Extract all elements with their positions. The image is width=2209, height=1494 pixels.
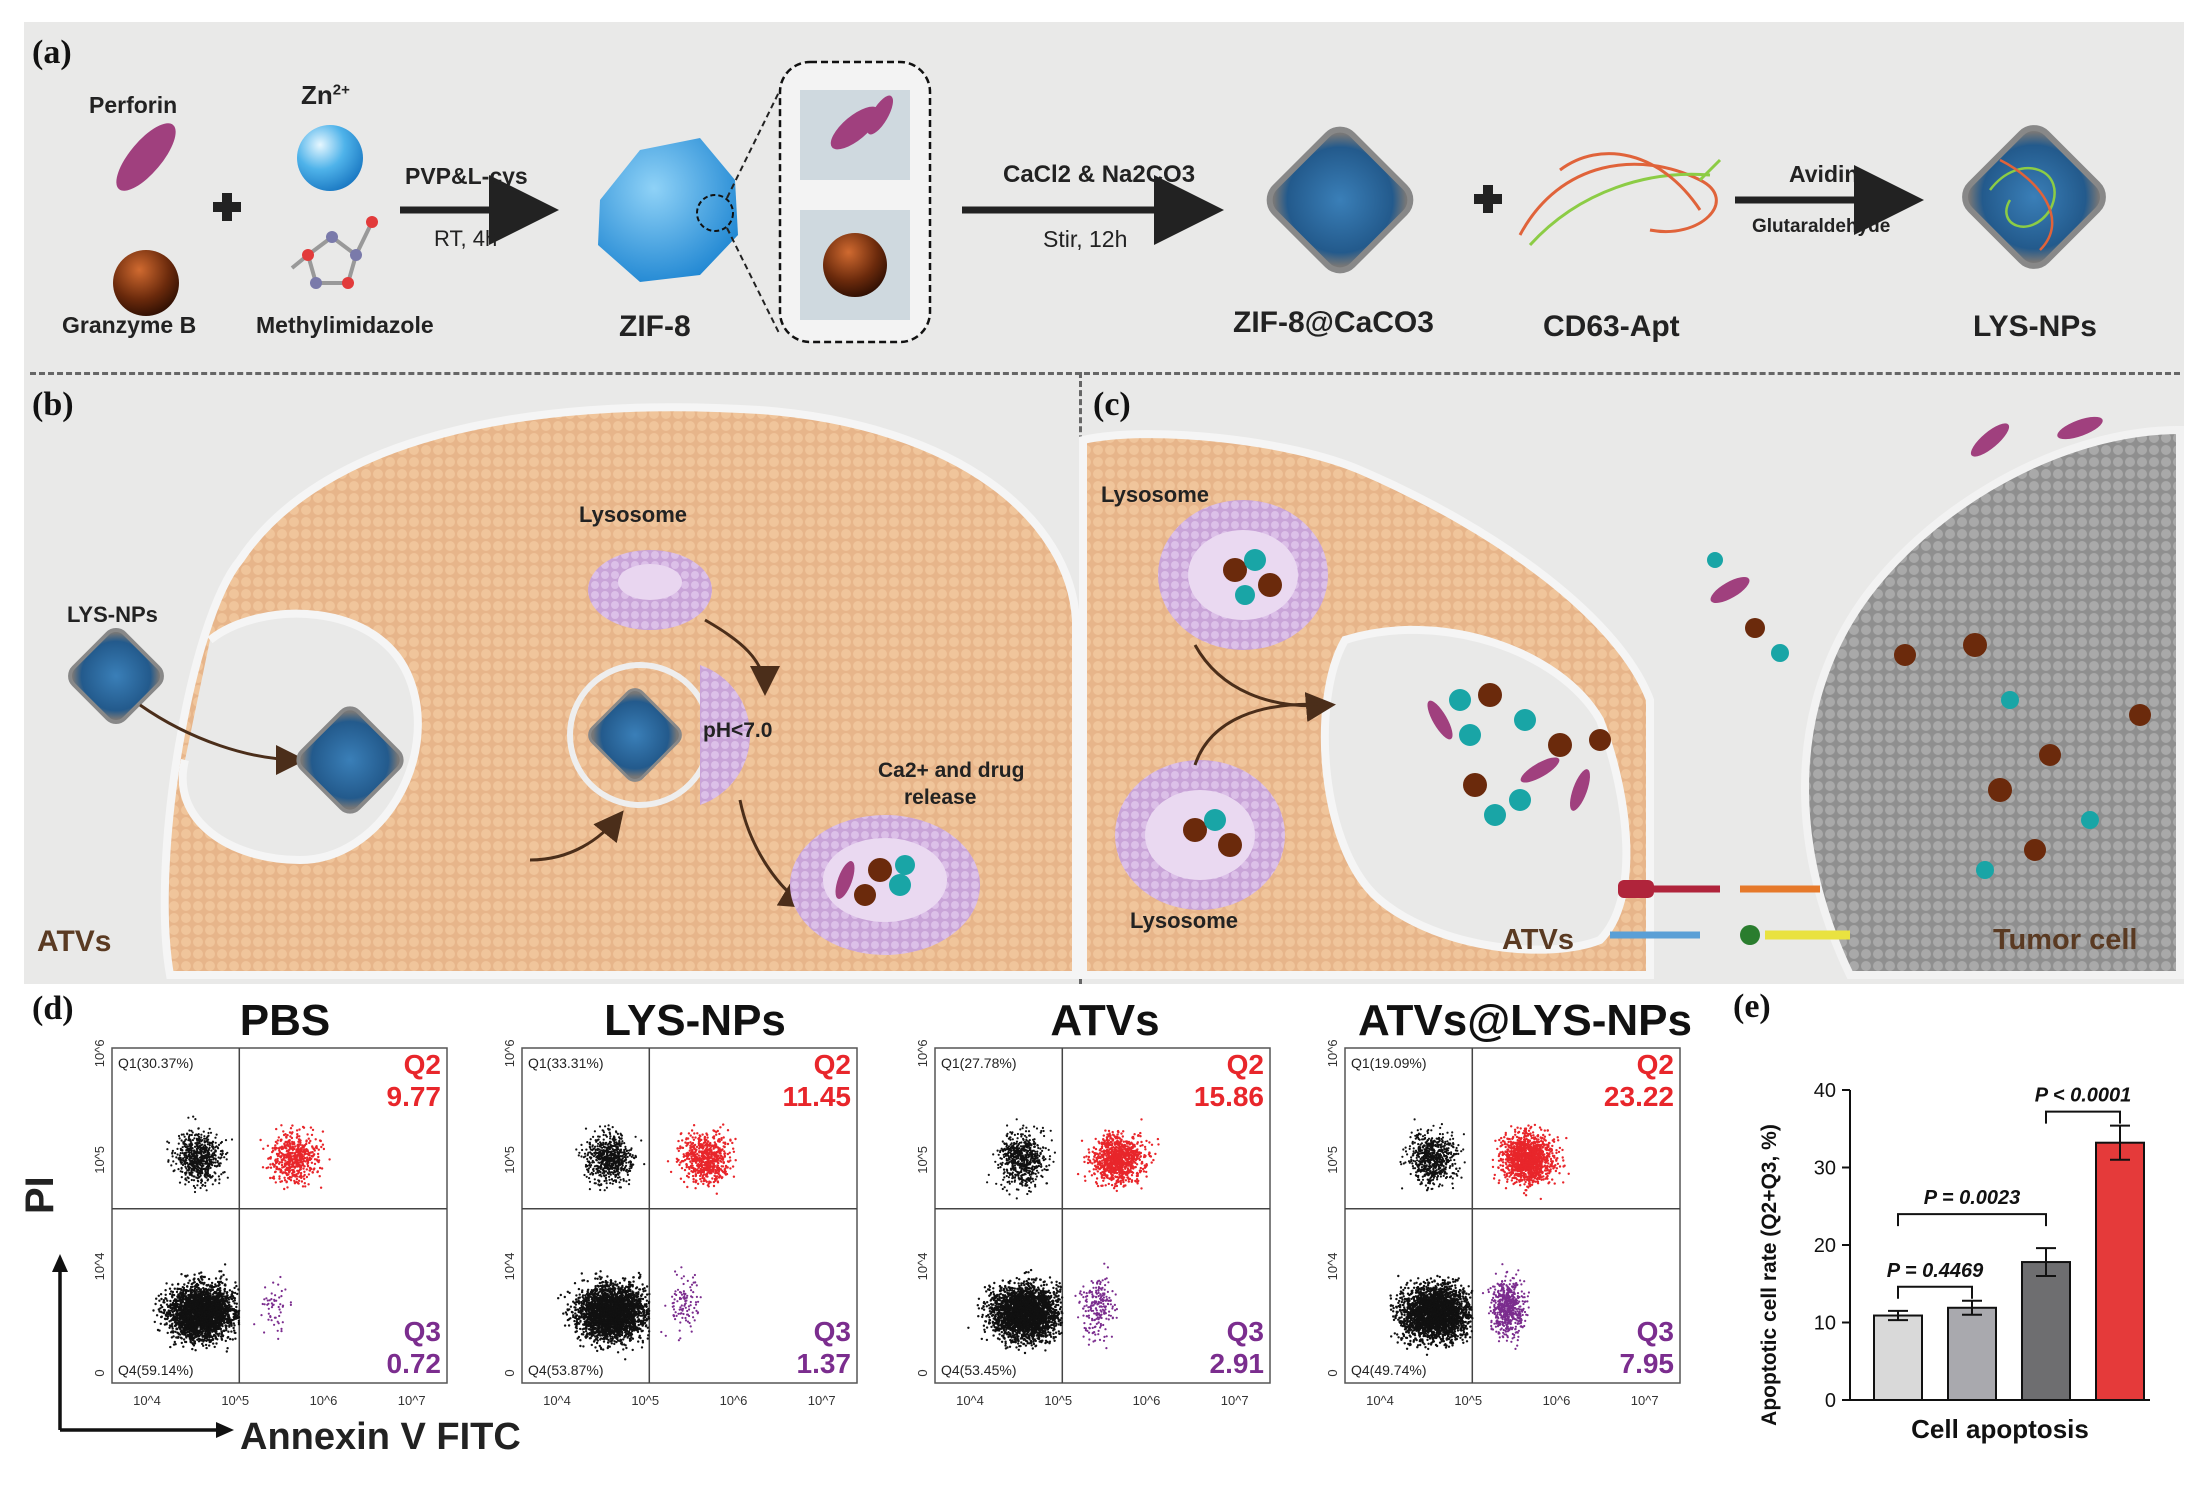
annexin-axis-label: Annexin V FITC bbox=[240, 1416, 521, 1459]
x-tick-label: 10^6 bbox=[1543, 1393, 1571, 1408]
quadrant-q3-value: 0.72 bbox=[387, 1348, 442, 1379]
y-tick-label: 10^5 bbox=[1325, 1146, 1340, 1174]
x-tick-label: 10^4 bbox=[956, 1393, 984, 1408]
y-tick-label: 10^6 bbox=[915, 1039, 930, 1067]
quadrant-q4-label: Q4(53.87%) bbox=[528, 1362, 603, 1378]
y-tick-label: 10^6 bbox=[1325, 1039, 1340, 1067]
significance-bracket-2: P < 0.0001 bbox=[2035, 1085, 2132, 1124]
bar-2 bbox=[2022, 1262, 2070, 1400]
quadrant-q1-label: Q1(30.37%) bbox=[118, 1055, 193, 1071]
y-tick-label: 20 bbox=[1814, 1235, 1836, 1257]
quadrant-q3-value: 1.37 bbox=[797, 1348, 852, 1379]
x-tick-label: 10^7 bbox=[398, 1393, 426, 1408]
quadrant-q1-label: Q1(33.31%) bbox=[528, 1055, 603, 1071]
panel-label-e: (e) bbox=[1733, 988, 1771, 1026]
quadrant-q2-title: Q2 bbox=[1637, 1049, 1674, 1080]
x-tick-label: 10^7 bbox=[1631, 1393, 1659, 1408]
y-tick-label: 10^6 bbox=[502, 1039, 517, 1067]
y-tick-label: 10^4 bbox=[1325, 1253, 1340, 1281]
x-tick-label: 10^4 bbox=[543, 1393, 571, 1408]
quadrant-q4-label: Q4(49.74%) bbox=[1351, 1362, 1426, 1378]
quadrant-q4-label: Q4(59.14%) bbox=[118, 1362, 193, 1378]
x-tick-label: 10^4 bbox=[133, 1393, 161, 1408]
y-tick-label: 10^4 bbox=[915, 1253, 930, 1281]
quadrant-q2-value: 15.86 bbox=[1194, 1081, 1264, 1112]
p-value-label: P = 0.4469 bbox=[1887, 1260, 1984, 1282]
y-tick-label: 10 bbox=[1814, 1313, 1836, 1335]
significance-bracket-0: P = 0.4469 bbox=[1887, 1260, 1984, 1299]
quadrant-q2-value: 23.22 bbox=[1604, 1081, 1674, 1112]
quadrant-q3-title: Q3 bbox=[1227, 1316, 1264, 1347]
x-tick-label: 10^6 bbox=[310, 1393, 338, 1408]
quadrant-q1-label: Q1(27.78%) bbox=[941, 1055, 1016, 1071]
x-axis-label: Cell apoptosis bbox=[1911, 1414, 2089, 1444]
x-tick-label: 10^5 bbox=[1454, 1393, 1482, 1408]
quadrant-q2-title: Q2 bbox=[814, 1049, 851, 1080]
y-tick-label: 10^5 bbox=[92, 1146, 107, 1174]
x-tick-label: 10^5 bbox=[221, 1393, 249, 1408]
bar-0 bbox=[1874, 1316, 1922, 1400]
x-tick-label: 10^6 bbox=[1133, 1393, 1161, 1408]
y-tick-label: 40 bbox=[1814, 1080, 1836, 1102]
y-tick-label: 10^4 bbox=[502, 1253, 517, 1281]
y-tick-label: 0 bbox=[1325, 1369, 1340, 1376]
quadrant-q2-title: Q2 bbox=[1227, 1049, 1264, 1080]
quadrant-q2-title: Q2 bbox=[404, 1049, 441, 1080]
quadrant-q2-value: 11.45 bbox=[782, 1081, 851, 1112]
x-tick-label: 10^5 bbox=[631, 1393, 659, 1408]
significance-bracket-1: P = 0.0023 bbox=[1898, 1187, 2046, 1226]
x-tick-label: 10^6 bbox=[720, 1393, 748, 1408]
y-tick-label: 10^6 bbox=[92, 1039, 107, 1067]
x-tick-label: 10^7 bbox=[808, 1393, 836, 1408]
apoptosis-bar-chart: 0 10 20 30 40 P = 0.4469 P = 0.0023 P < 0.0001C… bbox=[1740, 1030, 2180, 1460]
y-tick-label: 0 bbox=[1825, 1390, 1836, 1412]
y-tick-label: 0 bbox=[915, 1369, 930, 1376]
x-tick-label: 10^5 bbox=[1044, 1393, 1072, 1408]
y-tick-label: 10^5 bbox=[915, 1146, 930, 1174]
y-tick-label: 0 bbox=[92, 1369, 107, 1376]
p-value-label: P < 0.0001 bbox=[2035, 1085, 2132, 1107]
y-axis-label: Apoptotic cell rate (Q2+Q3, %) bbox=[1758, 1124, 1781, 1426]
quadrant-q3-value: 2.91 bbox=[1210, 1348, 1265, 1379]
pi-axis-label: PI bbox=[18, 1176, 63, 1214]
quadrant-q3-title: Q3 bbox=[1637, 1316, 1674, 1347]
quadrant-q1-label: Q1(19.09%) bbox=[1351, 1055, 1426, 1071]
bar-1 bbox=[1948, 1308, 1996, 1400]
quadrant-q4-label: Q4(53.45%) bbox=[941, 1362, 1016, 1378]
y-tick-label: 30 bbox=[1814, 1158, 1836, 1180]
x-tick-label: 10^7 bbox=[1221, 1393, 1249, 1408]
bar-3 bbox=[2096, 1143, 2144, 1400]
y-tick-label: 10^4 bbox=[92, 1253, 107, 1281]
y-tick-label: 10^5 bbox=[502, 1146, 517, 1174]
quadrant-q2-value: 9.77 bbox=[387, 1081, 442, 1112]
quadrant-q3-title: Q3 bbox=[814, 1316, 851, 1347]
quadrant-q3-value: 7.95 bbox=[1620, 1348, 1675, 1379]
y-tick-label: 0 bbox=[502, 1369, 517, 1376]
quadrant-q3-title: Q3 bbox=[404, 1316, 441, 1347]
p-value-label: P = 0.0023 bbox=[1924, 1187, 2021, 1209]
x-tick-label: 10^4 bbox=[1366, 1393, 1394, 1408]
